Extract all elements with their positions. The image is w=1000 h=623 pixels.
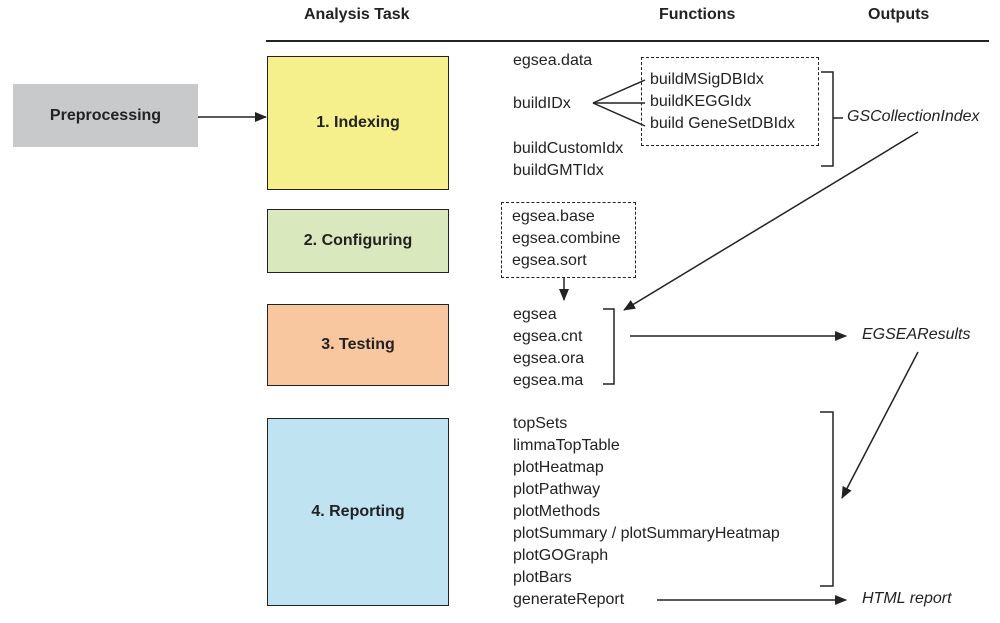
fn-buildidx: buildIDx xyxy=(513,95,571,112)
task-label-configuring: 2. Configuring xyxy=(303,232,413,249)
fn-custom-list: buildCustomIdx buildGMTIdx xyxy=(513,138,623,182)
preprocessing-label: Preprocessing xyxy=(49,106,162,124)
index-builders-group xyxy=(641,57,819,146)
fn-topsets: topSets xyxy=(513,415,568,432)
fn-limmatoptable: limmaTopTable xyxy=(513,437,620,454)
header-analysis-task: Analysis Task xyxy=(304,6,410,23)
fn-reporting-list: topSets limmaTopTable plotHeatmap plotPa… xyxy=(513,413,780,611)
fn-egsea-ma: egsea.ma xyxy=(513,372,584,389)
fn-plotgograph: plotGOGraph xyxy=(513,547,609,564)
preprocessing-box: Preprocessing xyxy=(13,84,198,147)
fn-build-genesetdb: build GeneSetDBIdx xyxy=(650,115,795,132)
task-box-testing: 3. Testing xyxy=(267,304,449,386)
fn-build-kegg: buildKEGGIdx xyxy=(650,93,752,110)
fan-line-msigdb xyxy=(592,79,646,104)
task-label-indexing: 1. Indexing xyxy=(316,114,400,131)
header-functions: Functions xyxy=(659,6,736,23)
bracket-indexing xyxy=(821,71,834,167)
task-box-reporting: 4. Reporting xyxy=(267,418,449,606)
fn-egsea-sort: egsea.sort xyxy=(512,252,587,269)
output-html-report: HTML report xyxy=(862,590,952,607)
fn-egsea-data: egsea.data xyxy=(513,52,593,69)
output-gscollectionindex: GSCollectionIndex xyxy=(847,108,980,125)
fn-plotpathway: plotPathway xyxy=(513,481,601,498)
fn-plotheatmap: plotHeatmap xyxy=(513,459,604,476)
header-outputs: Outputs xyxy=(868,6,930,23)
fn-egsea-cnt: egsea.cnt xyxy=(513,328,583,345)
task-label-testing: 3. Testing xyxy=(321,336,395,353)
arrow-results-to-reporting xyxy=(841,351,919,499)
fn-build-msigdb: buildMSigDBIdx xyxy=(650,71,764,88)
fn-egsea-base: egsea.base xyxy=(512,208,595,225)
task-box-indexing: 1. Indexing xyxy=(267,56,449,190)
arrow-index-to-testing xyxy=(623,131,919,311)
header-divider xyxy=(266,40,989,42)
fn-build-gmt: buildGMTIdx xyxy=(513,162,604,179)
configuring-group xyxy=(501,202,636,278)
fn-egsea: egsea xyxy=(513,306,557,323)
fn-egsea-ora: egsea.ora xyxy=(513,350,585,367)
bracket-reporting xyxy=(820,411,834,587)
task-label-reporting: 4. Reporting xyxy=(311,503,405,520)
fan-line-genesetdb xyxy=(592,102,646,127)
task-box-configuring: 2. Configuring xyxy=(267,209,449,273)
fn-build-sub-list: buildMSigDBIdx buildKEGGIdx build GeneSe… xyxy=(650,69,795,135)
fn-egsea-combine: egsea.combine xyxy=(512,230,621,247)
bracket-testing xyxy=(603,308,615,385)
fn-build-custom: buildCustomIdx xyxy=(513,140,624,157)
fn-testing-list: egsea egsea.cnt egsea.ora egsea.ma xyxy=(513,304,584,392)
fn-plotbars: plotBars xyxy=(513,569,572,586)
fn-generatereport: generateReport xyxy=(513,591,625,608)
fn-plotsummary: plotSummary / plotSummaryHeatmap xyxy=(513,525,780,542)
output-egsearesults: EGSEAResults xyxy=(862,326,971,343)
fn-config-list: egsea.base egsea.combine egsea.sort xyxy=(512,206,621,272)
fn-plotmethods: plotMethods xyxy=(513,503,601,520)
